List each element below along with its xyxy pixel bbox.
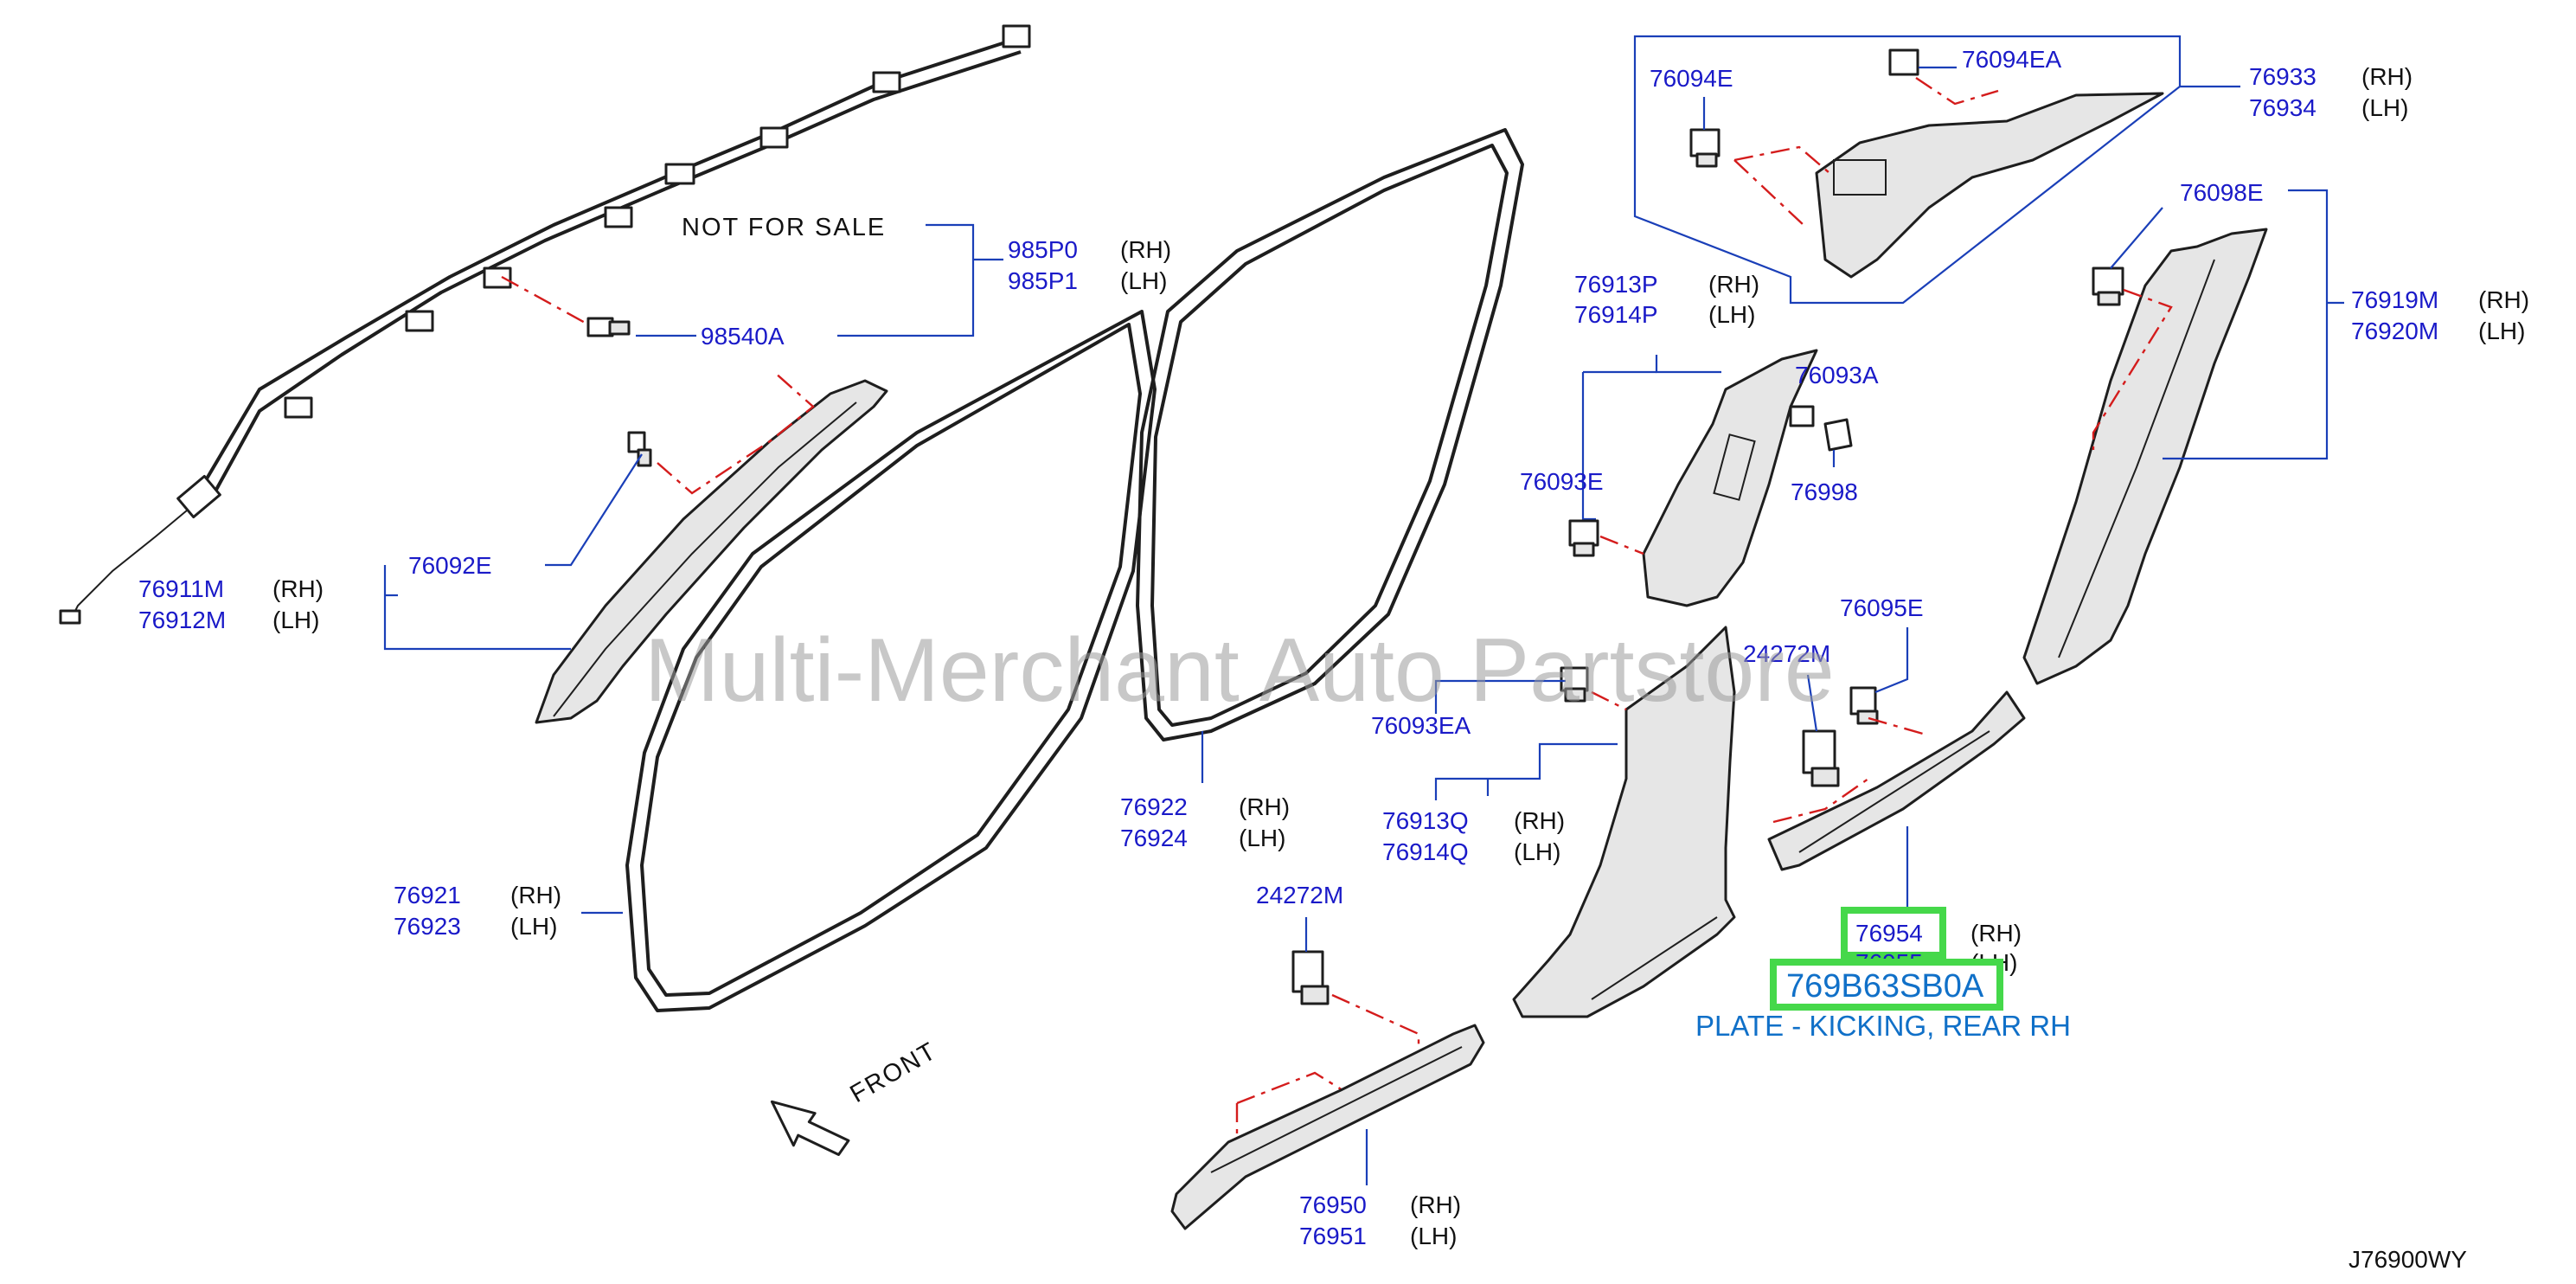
part-24272M-rear[interactable]: 24272M bbox=[1743, 640, 1830, 667]
side-lh: (LH) bbox=[510, 913, 557, 940]
side-lh: (LH) bbox=[1120, 267, 1167, 294]
side-rh: (RH) bbox=[510, 882, 561, 908]
part-76093E[interactable]: 76093E bbox=[1520, 468, 1604, 495]
side-rh: (RH) bbox=[2478, 286, 2529, 313]
clip-76093E bbox=[1568, 519, 1599, 557]
part-76922[interactable]: 76922 bbox=[1120, 793, 1188, 820]
highlight-description: PLATE - KICKING, REAR RH bbox=[1695, 1010, 2071, 1042]
part-76093EA[interactable]: 76093EA bbox=[1371, 712, 1471, 739]
side-lh: (LH) bbox=[1514, 838, 1560, 865]
part-76913Q[interactable]: 76913Q bbox=[1382, 807, 1469, 834]
front-door-weatherstrip bbox=[625, 310, 1157, 1012]
part-76098E[interactable]: 76098E bbox=[2180, 179, 2264, 206]
front-direction-arrow bbox=[770, 1100, 850, 1156]
side-lh: (LH) bbox=[1708, 301, 1755, 328]
part-76095E[interactable]: 76095E bbox=[1840, 594, 1924, 621]
clip-24272M-rear bbox=[1802, 729, 1840, 787]
part-24272M-front[interactable]: 24272M bbox=[1256, 882, 1343, 908]
clip-76095E bbox=[1849, 686, 1879, 725]
side-lh: (LH) bbox=[2478, 318, 2525, 344]
part-76921[interactable]: 76921 bbox=[394, 882, 461, 908]
part-985P0[interactable]: 985P0 bbox=[1008, 236, 1078, 263]
clip-76093EA bbox=[1560, 666, 1589, 703]
part-76913P[interactable]: 76913P bbox=[1574, 271, 1658, 298]
not-for-sale-note: NOT FOR SALE bbox=[682, 214, 886, 241]
rear-pillar-lower-garnish bbox=[2022, 228, 2268, 685]
part-76950[interactable]: 76950 bbox=[1299, 1191, 1367, 1218]
side-rh: (RH) bbox=[1970, 920, 2022, 947]
side-lh: (LH) bbox=[1410, 1223, 1457, 1249]
part-985P1[interactable]: 985P1 bbox=[1008, 267, 1078, 294]
part-76998[interactable]: 76998 bbox=[1791, 478, 1858, 505]
part-76912M[interactable]: 76912M bbox=[138, 607, 226, 633]
clip-76998 bbox=[1823, 418, 1853, 452]
part-76934[interactable]: 76934 bbox=[2249, 94, 2316, 121]
part-76923[interactable]: 76923 bbox=[394, 913, 461, 940]
side-lh: (LH) bbox=[2361, 94, 2408, 121]
rear-pillar-upper-garnish bbox=[1815, 92, 2164, 279]
rear-door-weatherstrip bbox=[1136, 128, 1524, 742]
center-pillar-upper-garnish bbox=[1642, 349, 1818, 607]
part-76093A[interactable]: 76093A bbox=[1795, 362, 1879, 388]
part-76094E[interactable]: 76094E bbox=[1650, 65, 1733, 92]
front-label: FRONT bbox=[846, 1037, 942, 1108]
highlight-box-76954 bbox=[1841, 907, 1946, 959]
bolt-76093A bbox=[1789, 405, 1815, 427]
part-76094EA[interactable]: 76094EA bbox=[1962, 46, 2062, 73]
center-pillar-lower-garnish bbox=[1512, 626, 1736, 1018]
front-pillar-garnish bbox=[535, 379, 888, 724]
bolt-98540A bbox=[586, 317, 631, 337]
diagram-code: J76900WY bbox=[2349, 1246, 2467, 1273]
part-76092E[interactable]: 76092E bbox=[408, 552, 492, 579]
side-rh: (RH) bbox=[1239, 793, 1290, 820]
rear-kicking-plate bbox=[1767, 690, 2026, 871]
watermark: Multi-Merchant Auto Partstore bbox=[644, 620, 1835, 721]
curtain-airbag-module bbox=[59, 24, 1031, 625]
part-98540A[interactable]: 98540A bbox=[701, 323, 785, 350]
side-rh: (RH) bbox=[1708, 271, 1759, 298]
part-76924[interactable]: 76924 bbox=[1120, 825, 1188, 851]
clip-76094E bbox=[1689, 128, 1721, 168]
part-76954[interactable]: 76954 bbox=[1855, 920, 1923, 947]
side-rh: (RH) bbox=[272, 575, 324, 602]
part-76914Q[interactable]: 76914Q bbox=[1382, 838, 1469, 865]
side-rh: (RH) bbox=[1514, 807, 1565, 834]
part-76919M[interactable]: 76919M bbox=[2351, 286, 2438, 313]
highlight-part-number[interactable]: 769B63SB0A bbox=[1786, 968, 1984, 1005]
side-lh: (LH) bbox=[272, 607, 319, 633]
part-76914P[interactable]: 76914P bbox=[1574, 301, 1658, 328]
part-76920M[interactable]: 76920M bbox=[2351, 318, 2438, 344]
side-lh: (LH) bbox=[1239, 825, 1285, 851]
clip-76094EA bbox=[1888, 48, 1919, 76]
front-kicking-plate bbox=[1170, 1024, 1485, 1230]
clip-24272M-front bbox=[1291, 950, 1330, 1005]
clip-76098E bbox=[2092, 266, 2124, 306]
side-rh: (RH) bbox=[1410, 1191, 1461, 1218]
clip-76092E bbox=[627, 431, 652, 467]
part-76933[interactable]: 76933 bbox=[2249, 63, 2316, 90]
part-76951[interactable]: 76951 bbox=[1299, 1223, 1367, 1249]
highlight-box-part-number bbox=[1770, 959, 2003, 1011]
side-rh: (RH) bbox=[1120, 236, 1171, 263]
part-76911M[interactable]: 76911M bbox=[138, 575, 224, 602]
side-rh: (RH) bbox=[2361, 63, 2413, 90]
